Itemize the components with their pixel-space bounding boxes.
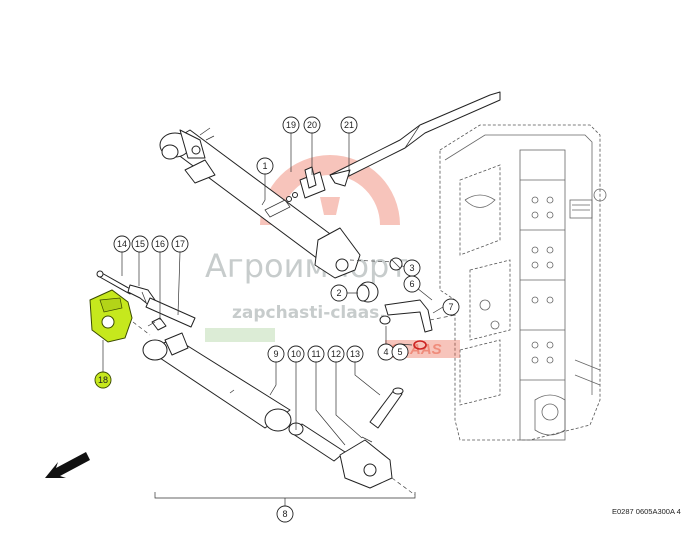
svg-text:6: 6 — [409, 279, 414, 289]
callout-2: 2 — [330, 284, 348, 302]
clevis-end — [339, 436, 416, 496]
highlighted-bracket-18 — [89, 289, 151, 343]
callout-13: 13 — [346, 345, 364, 363]
svg-text:12: 12 — [331, 349, 341, 359]
small-parts-14-17 — [96, 270, 196, 331]
callout-19: 19 — [282, 116, 300, 134]
svg-text:16: 16 — [155, 239, 165, 249]
callout-18: 18 — [94, 371, 112, 389]
callout-6: 6 — [403, 275, 421, 293]
pin-part-3 — [389, 257, 403, 271]
rod-part-10 — [288, 422, 346, 462]
leader-lines — [102, 133, 444, 446]
svg-text:17: 17 — [175, 239, 185, 249]
arrow-icon — [45, 452, 90, 478]
callout-8: 8 — [276, 505, 294, 523]
svg-text:5: 5 — [397, 347, 402, 357]
callout-17: 17 — [171, 235, 189, 253]
watermark-green-bar — [205, 328, 275, 342]
svg-text:19: 19 — [286, 120, 296, 130]
svg-text:1: 1 — [262, 161, 267, 171]
svg-text:9: 9 — [273, 349, 278, 359]
callout-20: 20 — [303, 116, 321, 134]
tractor-frame — [439, 124, 607, 441]
callout-10: 10 — [287, 345, 305, 363]
callout-15: 15 — [131, 235, 149, 253]
watermark-site: zapchasti-claas. — [232, 303, 386, 323]
callout-21: 21 — [340, 116, 358, 134]
callout-1: 1 — [256, 157, 274, 175]
svg-text:14: 14 — [117, 239, 127, 249]
callout-7: 7 — [442, 298, 460, 316]
pin-part-2 — [356, 281, 379, 303]
callouts: 1 2 3 4 5 6 7 8 9 10 11 12 13 14 15 16 1… — [94, 116, 460, 523]
watermark-brand: Агроимпорт — [205, 247, 408, 285]
callout-4: 4 — [377, 343, 395, 361]
svg-text:18: 18 — [98, 375, 108, 385]
tube-part-13 — [369, 387, 404, 429]
main-cylinder — [159, 127, 396, 279]
svg-text:13: 13 — [350, 349, 360, 359]
svg-text:8: 8 — [282, 509, 287, 519]
reference-code: E0287 0605A300A 4 — [612, 507, 681, 516]
callout-12: 12 — [327, 345, 345, 363]
svg-text:15: 15 — [135, 239, 145, 249]
svg-text:10: 10 — [291, 349, 301, 359]
svg-text:20: 20 — [307, 120, 317, 130]
lower-cylinder — [142, 332, 292, 432]
lever-part-6 — [384, 299, 456, 333]
callout-5: 5 — [391, 343, 409, 361]
callout-9: 9 — [267, 345, 285, 363]
o-rings — [379, 315, 427, 350]
callout-11: 11 — [307, 345, 325, 363]
svg-text:7: 7 — [448, 302, 453, 312]
callout-14: 14 — [113, 235, 131, 253]
callout-3: 3 — [403, 259, 421, 277]
top-link-arm — [329, 91, 501, 187]
svg-text:3: 3 — [409, 263, 414, 273]
group-bracket-8 — [154, 492, 416, 507]
svg-text:11: 11 — [311, 349, 320, 359]
svg-text:4: 4 — [383, 347, 388, 357]
svg-text:2: 2 — [336, 288, 341, 298]
callout-16: 16 — [151, 235, 169, 253]
svg-text:21: 21 — [344, 120, 354, 130]
